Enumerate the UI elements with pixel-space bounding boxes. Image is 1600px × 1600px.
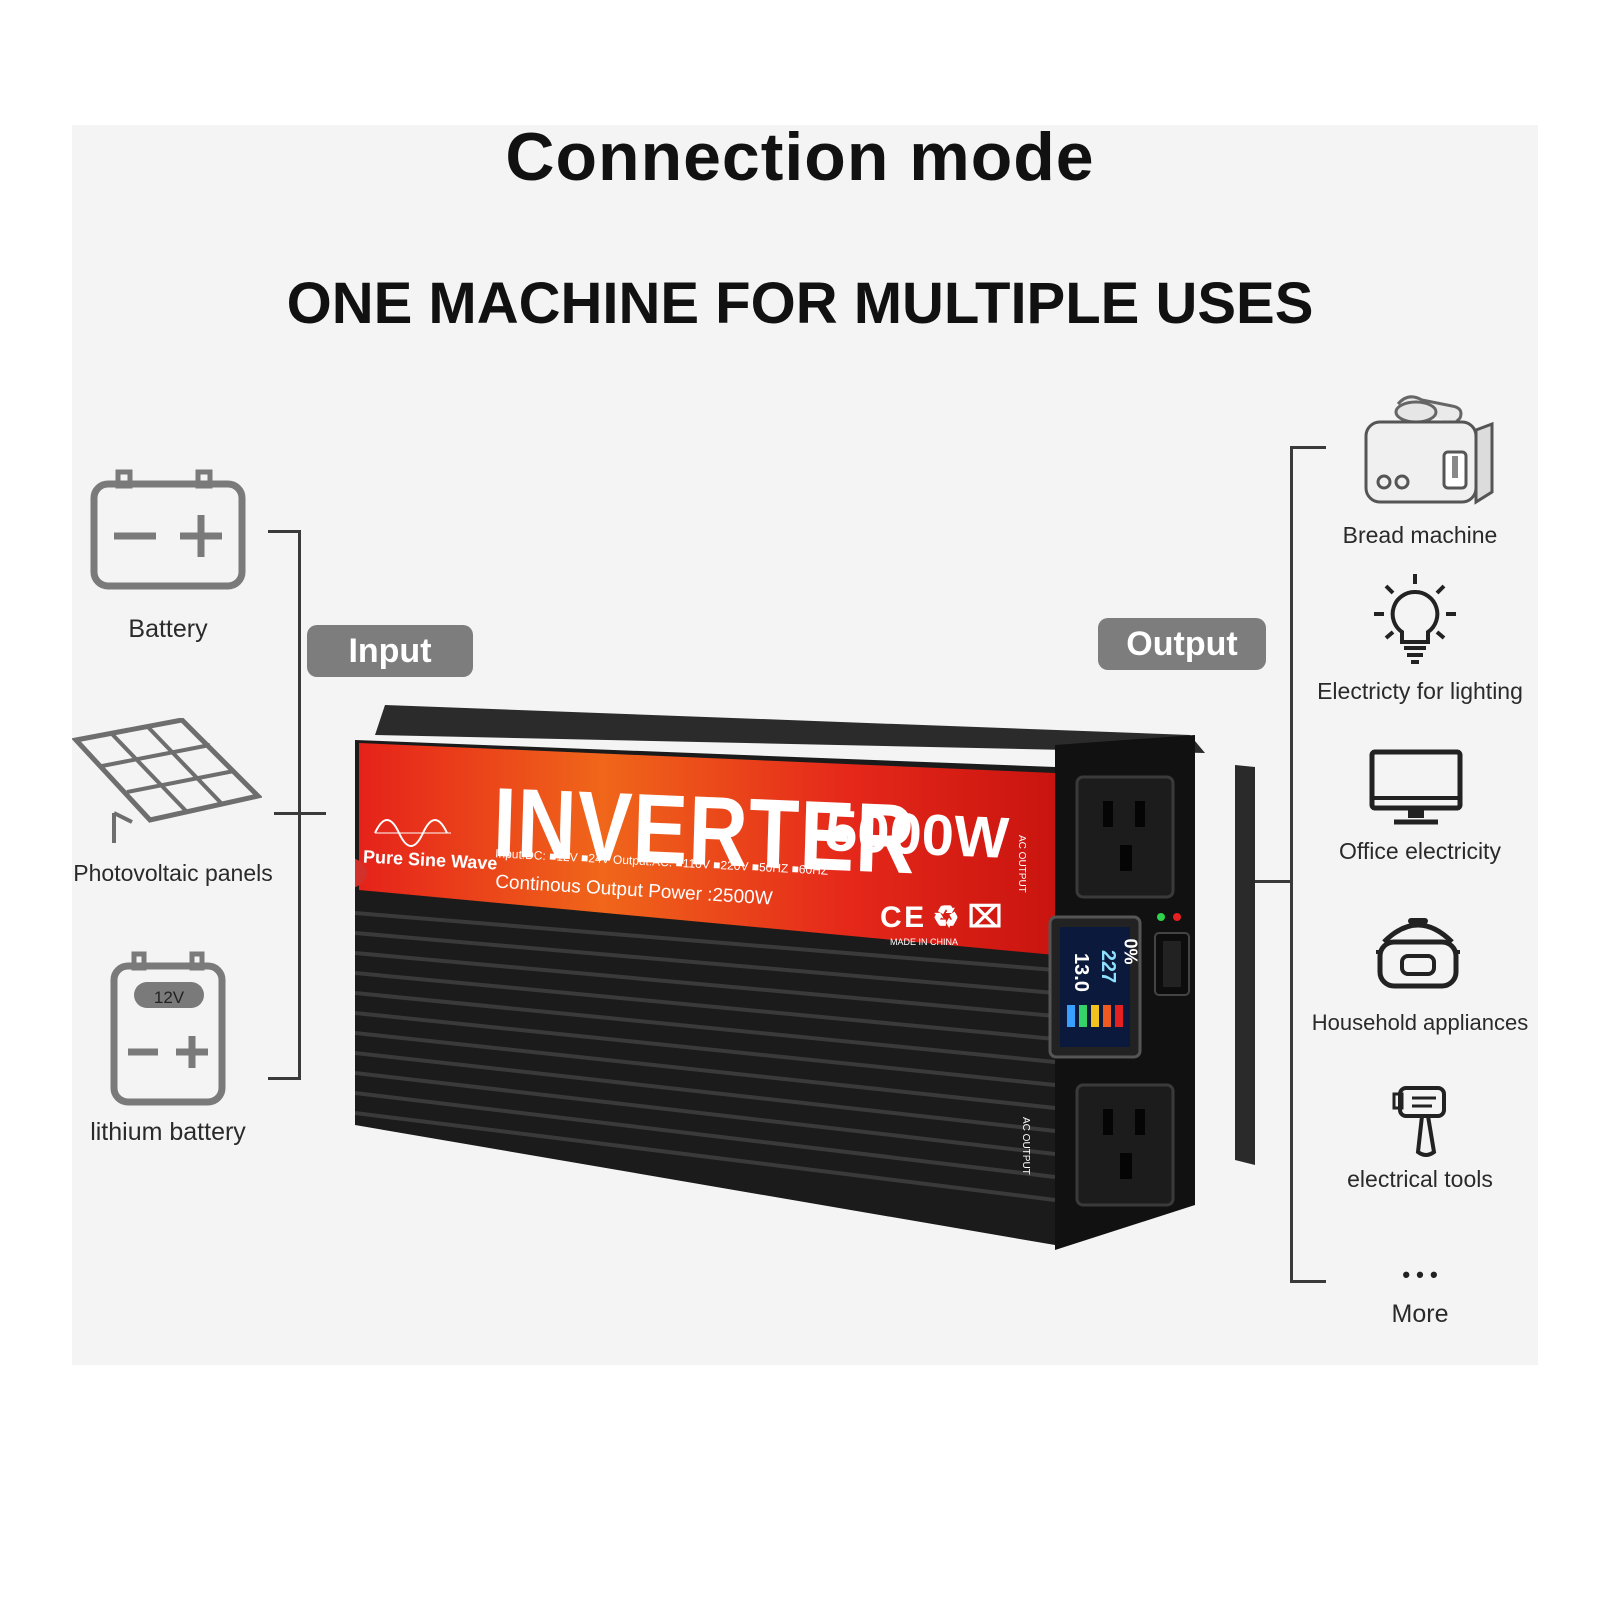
output-bracket-vertical [1290,446,1293,1281]
output-item-household-label: Household appliances [1311,1010,1529,1035]
input-bracket-vertical [298,530,301,1080]
input-item-lithium-label: lithium battery [90,1118,246,1146]
solar-panel-icon [72,718,262,843]
display-output-voltage: 227 [1097,949,1120,984]
rice-cooker-icon [1376,918,1460,989]
inverter-port-label-top: AC OUTPUT [1016,835,1027,893]
input-bracket-middle [274,812,326,815]
input-bracket-bottom [268,1077,300,1080]
inverter-made-in: MADE IN CHINA [890,937,959,947]
light-bulb-icon [1374,574,1456,664]
input-item-battery-label: Battery [128,615,208,643]
input-pill: Input [307,625,473,677]
page-title: Connection mode [505,119,1095,195]
output-item-office-label: Office electricity [1339,838,1501,864]
output-bracket-bottom [1290,1280,1326,1283]
toaster-icon [1364,395,1494,505]
drill-icon [1392,1086,1446,1157]
inverter-power: 5000W [823,798,1011,871]
more-dots-icon: • • • [1402,1262,1438,1287]
input-item-photovoltaic-label: Photovoltaic panels [73,860,273,886]
output-bracket-middle [1240,880,1292,883]
input-bracket-top [268,530,300,533]
display-load: 0% [1120,938,1141,965]
battery-icon [90,469,246,590]
lithium-battery-badge: 12V [153,988,185,1007]
output-item-tools-label: electrical tools [1347,1166,1493,1192]
display-input-voltage: 13.0 [1069,953,1092,992]
output-item-lighting-label: Electricty for lighting [1317,678,1523,704]
inverter-port-label-bottom: AC OUTPUT [1020,1117,1031,1175]
output-item-bread-label: Bread machine [1342,522,1498,548]
output-item-more-label: More [1391,1300,1449,1328]
page-subtitle: ONE MACHINE FOR MULTIPLE USES [286,271,1314,336]
lithium-battery-icon [110,951,226,1106]
inverter-product: INVERTER 5000W Pure Sine Wave Input:DC: … [355,705,1255,1285]
monitor-icon [1369,749,1463,825]
output-pill: Output [1098,618,1266,670]
ce-mark-icon: C E ♻ ⌧ [880,901,1003,934]
output-bracket-top [1290,446,1326,449]
inverter-body-graphic [355,705,1255,1250]
